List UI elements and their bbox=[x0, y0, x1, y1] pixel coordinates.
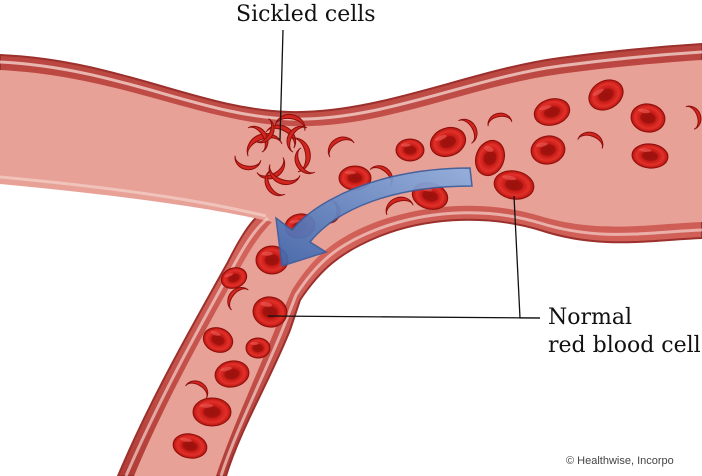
normal-leader-line-2 bbox=[268, 316, 540, 318]
normal-cell-label-line1: Normal bbox=[548, 304, 701, 332]
normal-cell-label-line2: red blood cell bbox=[548, 332, 701, 360]
normal-cell-label: Normal red blood cell bbox=[548, 304, 701, 360]
sickled-cells-label: Sickled cells bbox=[236, 2, 376, 28]
red-blood-cell-icon bbox=[246, 338, 270, 358]
red-blood-cell-icon bbox=[396, 139, 424, 161]
copyright-credit: © Healthwise, Incorpo bbox=[566, 455, 674, 467]
red-blood-cell-icon bbox=[193, 398, 231, 426]
